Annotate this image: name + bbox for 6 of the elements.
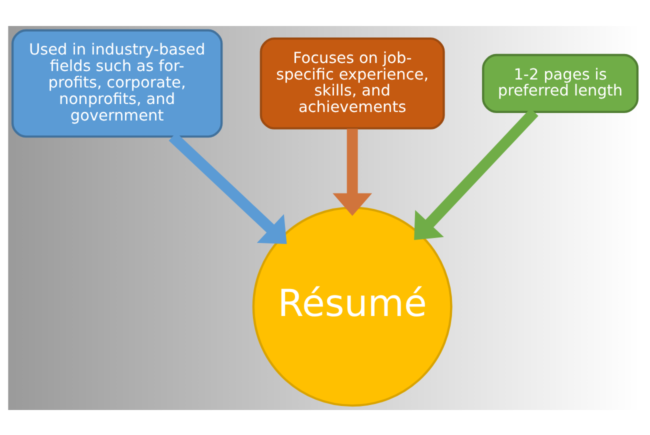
node-circle: Résumé [252, 206, 452, 406]
node-box: Used in industry-based fields such as for-profits, corporate, nonprofits, and government [11, 28, 223, 138]
node-box: 1-2 pages is preferred length [482, 53, 639, 112]
arrow [332, 128, 372, 216]
arrow [414, 108, 538, 240]
node-box: Focuses on job-specific experience, skills, and achievements [260, 37, 445, 129]
